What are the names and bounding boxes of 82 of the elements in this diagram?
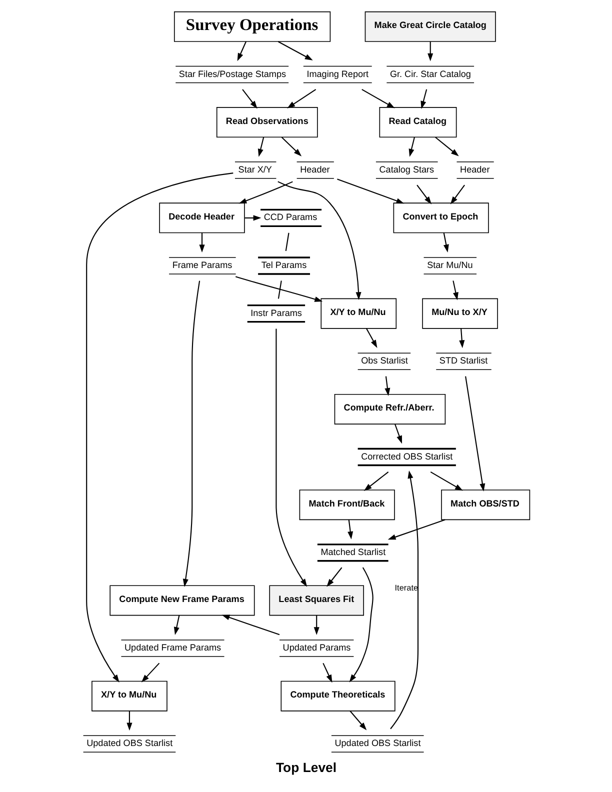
node-text: Star X/Y: [238, 164, 272, 174]
arrow: [384, 376, 390, 396]
arrow: [277, 181, 361, 300]
arrow: [361, 88, 394, 108]
node-box: Match OBS/STD: [440, 490, 530, 520]
node-text: Star Files/Postage Stamps: [178, 68, 286, 79]
node-text: Obs Starlist: [360, 356, 408, 366]
arrow: [349, 710, 366, 730]
arrow: [452, 280, 458, 300]
arrow: [280, 136, 302, 156]
connector: [277, 280, 282, 299]
arrow: [348, 567, 373, 682]
arrow: [234, 276, 322, 302]
node-text: Header: [300, 164, 330, 174]
arrow: [464, 376, 485, 492]
node-text: Updated OBS Starlist: [334, 738, 420, 748]
arrow: [326, 567, 342, 587]
node-text: Instr Params: [250, 308, 302, 318]
arrow: [236, 41, 246, 62]
arrow: [427, 42, 433, 62]
caption: Top Level: [276, 760, 336, 775]
arrow: [242, 89, 257, 109]
arrow: [86, 172, 233, 683]
node-text: Imaging Report: [306, 68, 368, 79]
arrow: [286, 88, 316, 108]
arrow: [277, 41, 312, 60]
arrow: [365, 328, 377, 348]
arrow: [347, 520, 353, 540]
node-text: Updated Params: [282, 642, 350, 653]
node-box: Mu/Nu to X/Y: [422, 298, 498, 329]
arrow: [275, 328, 307, 587]
node-text: Star Mu/Nu: [426, 260, 472, 270]
arrow: [450, 184, 464, 204]
node-box: Compute Refr./Aberr.: [334, 394, 446, 424]
node-box: X/Y to Mu/Nu: [320, 298, 396, 329]
node-text: Updated OBS Starlist: [86, 738, 172, 748]
arrow: [394, 424, 402, 444]
arrow: [420, 89, 427, 110]
arrow: [390, 470, 418, 730]
node-box: Compute New Frame Params: [109, 585, 254, 616]
arrow: [198, 232, 204, 253]
node-text: Frame Params: [172, 260, 232, 270]
arrow: [416, 184, 432, 204]
arrow: [458, 328, 464, 348]
node-text: CCD Params: [263, 212, 317, 222]
arrow: [244, 215, 261, 221]
arrow: [140, 662, 160, 682]
node-text: Tel Params: [260, 260, 306, 270]
node-text: Catalog Stars: [378, 164, 434, 174]
arrow: [238, 181, 292, 204]
arrow: [408, 137, 414, 157]
node-box: Compute Theoreticals: [280, 680, 395, 712]
node-box: Make Great Circle Catalog: [364, 11, 496, 42]
node-text: STD Starlist: [438, 356, 488, 366]
node-text: Gr. Cir. Star Catalog: [389, 68, 470, 79]
node-box: Read Catalog: [378, 107, 456, 138]
arrow: [221, 614, 280, 636]
node-box: Read Observations: [216, 107, 318, 138]
arrow: [182, 280, 200, 587]
arrow: [257, 137, 264, 157]
node-text: Corrected OBS Starlist: [360, 451, 452, 462]
arrow: [173, 615, 180, 635]
arrow: [322, 662, 332, 683]
node-box: Least Squares Fit: [268, 585, 364, 616]
arrow: [387, 519, 445, 540]
node-text: Updated Frame Params: [124, 642, 221, 653]
node-text: Header: [460, 164, 490, 174]
node-box: X/Y to Mu/Nu: [91, 680, 167, 712]
arrow: [313, 615, 319, 636]
node-box: Survey Operations: [173, 11, 330, 42]
arrow: [363, 472, 388, 491]
arrow: [430, 471, 462, 491]
arrow: [336, 178, 404, 204]
arrow: [126, 711, 132, 731]
arrow: [442, 232, 448, 252]
node-box: Decode Header: [158, 202, 244, 234]
node-box: Match Front/Back: [298, 490, 394, 520]
arrow: [434, 136, 458, 156]
node-text: Matched Starlist: [320, 546, 386, 557]
node-box: Convert to Epoch: [392, 202, 488, 234]
connector: [284, 232, 289, 251]
edge-label: Iterate: [394, 583, 418, 592]
